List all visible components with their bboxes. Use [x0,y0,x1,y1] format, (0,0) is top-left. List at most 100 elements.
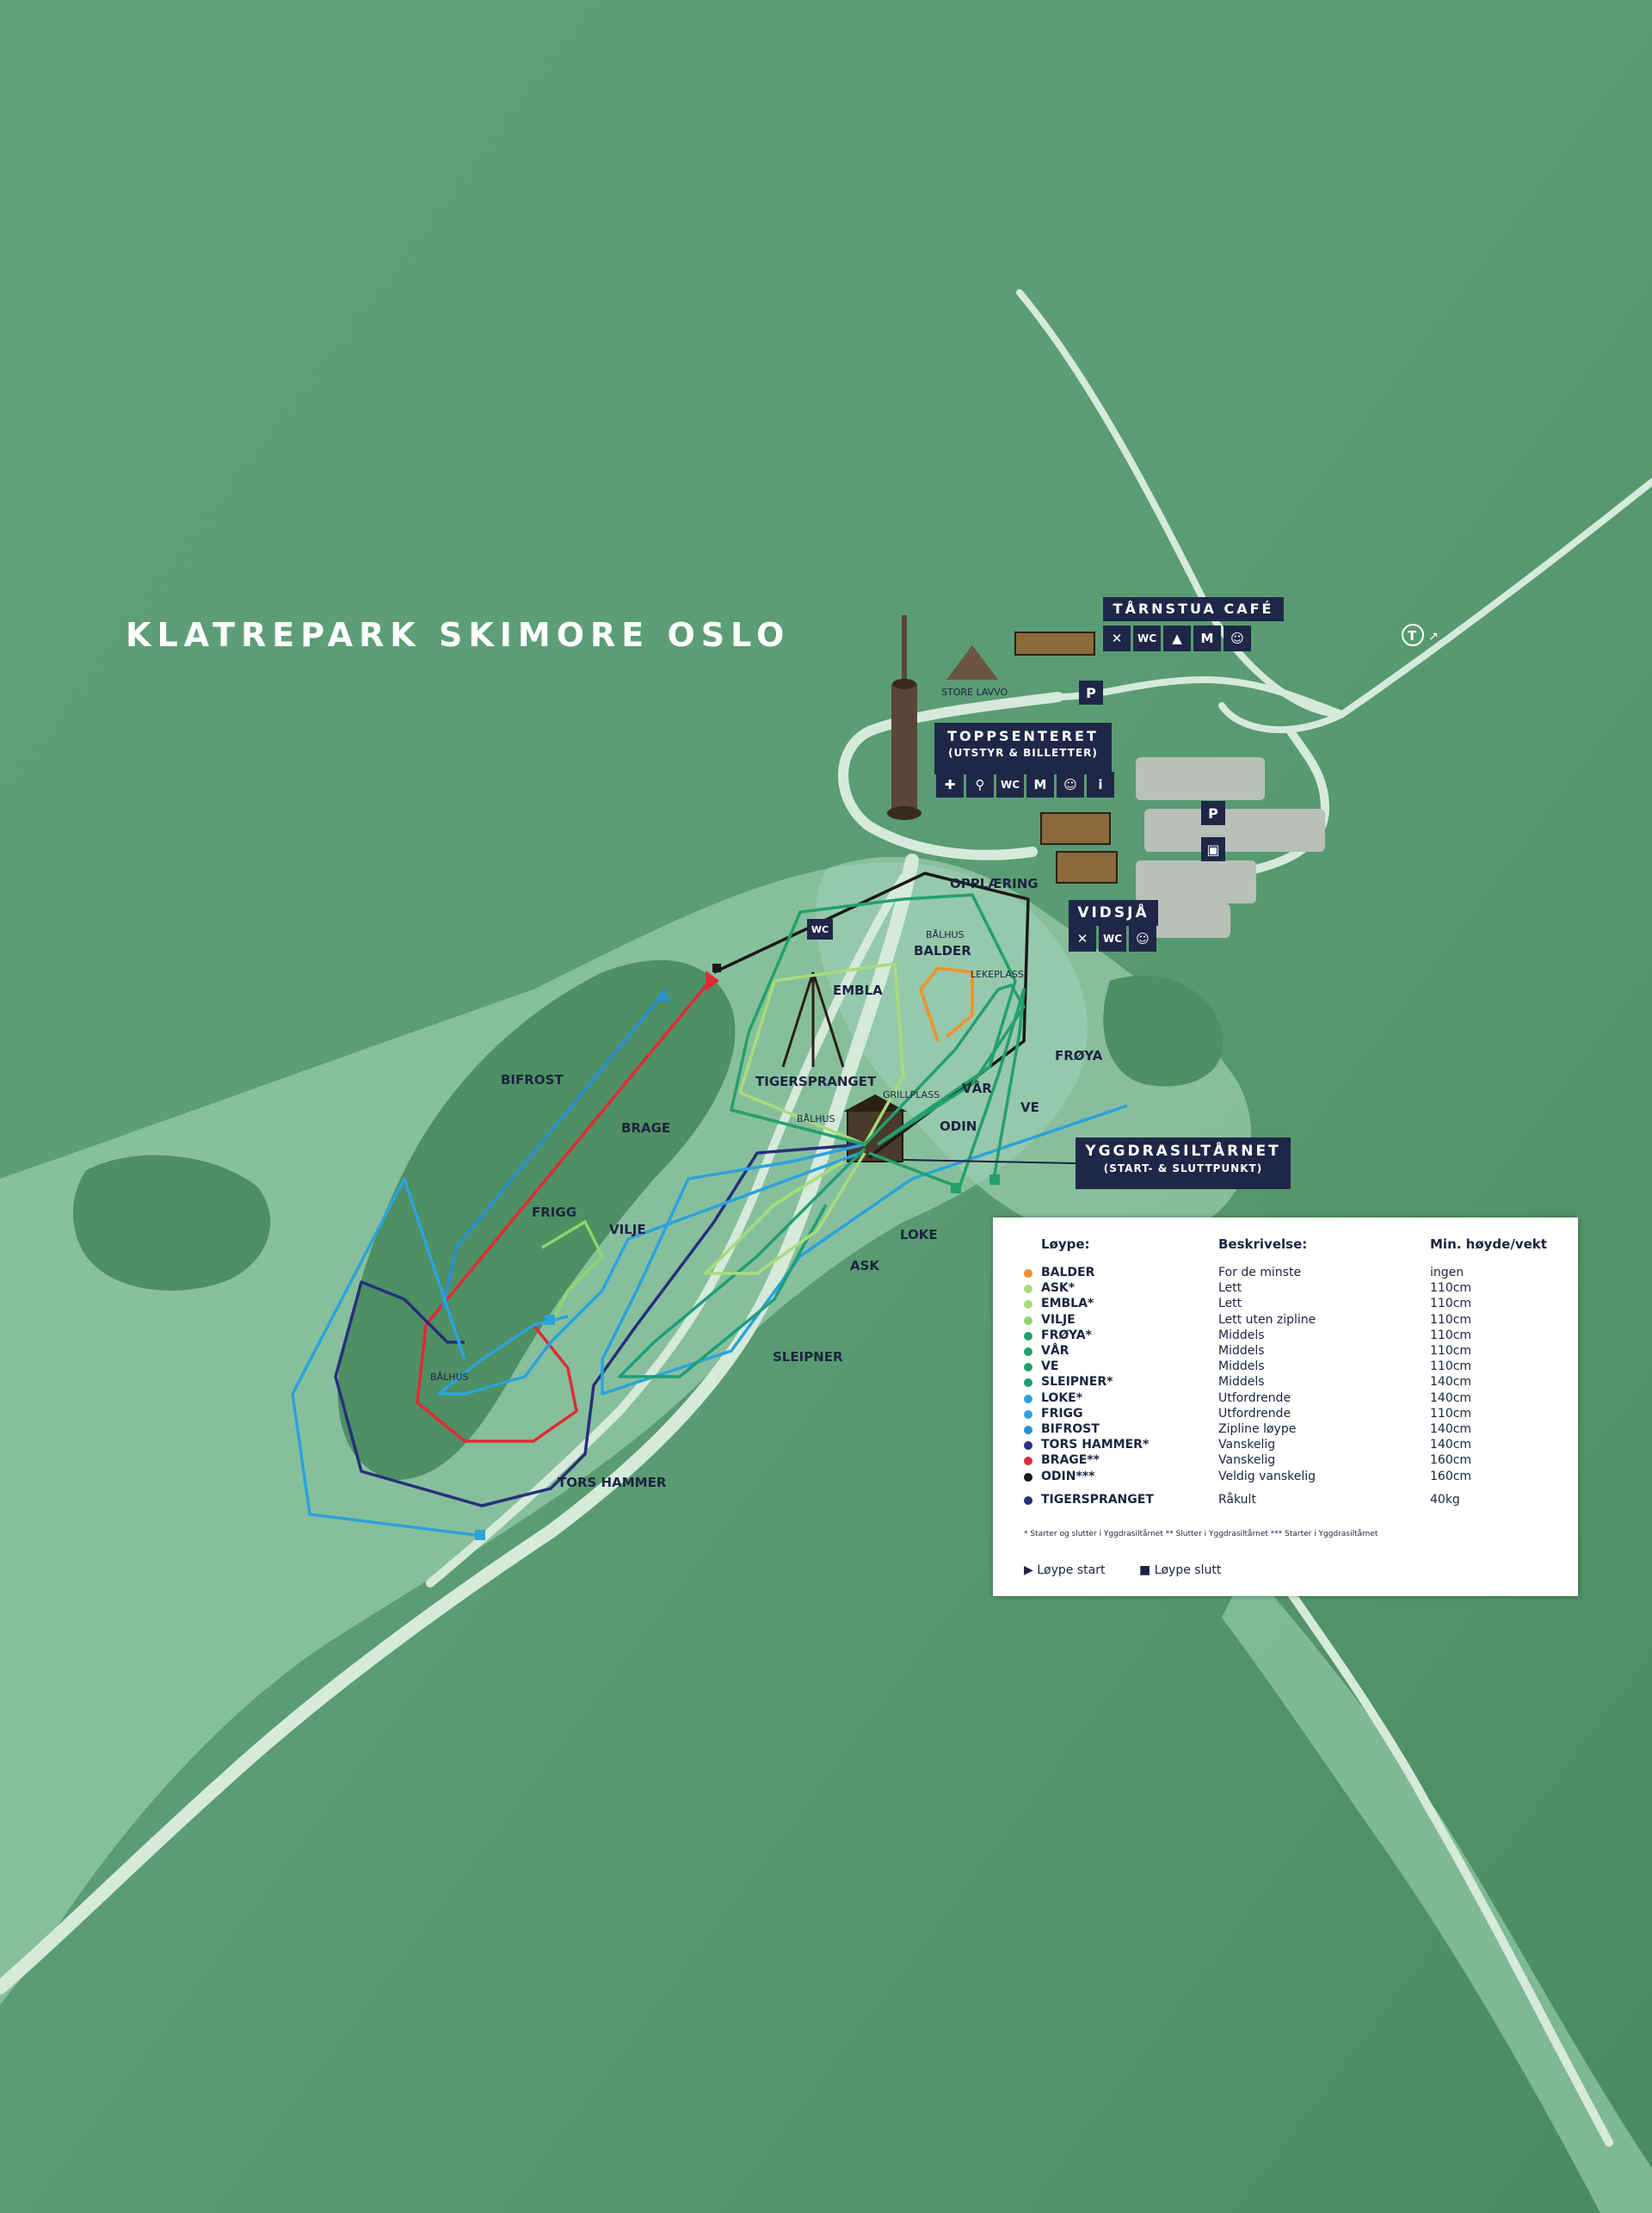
trail-var [863,983,1026,1146]
legend-color-dot [1024,1300,1032,1310]
trail-label-balder: BALDER [914,943,971,959]
yggdrasil-pointer [903,1159,1076,1164]
legend-panel: Løype: Beskrivelse: Min. høyde/vekt BALD… [993,1217,1578,1596]
legend-head-name: Løype: [1041,1236,1090,1252]
legend-desc: For de minste [1218,1266,1302,1279]
tv-tower-icon [887,615,922,820]
trail-loke [601,1104,1128,1396]
legend-name: TIGERSPRANGET [1041,1493,1154,1507]
trail-ve [868,988,1026,1189]
yggdrasil-sublabel: (START- & SLUTTPUNKT) [1103,1162,1263,1174]
trail-frigg [437,1151,861,1396]
label-balhus: BÅLHUS [430,1372,469,1383]
legend-color-dot [1024,1457,1032,1466]
trail-bifrost [441,988,669,1309]
trail-label-tigerspranget: TIGERSPRANGET [755,1074,877,1089]
toppsenteret-icons: ✚ ⚲ WC M ☺ i [936,772,1114,798]
tigerspranget-tower-icon [781,971,845,1068]
legend-name: TORS HAMMER* [1041,1438,1150,1452]
legend-key-start: ▶ Løype start [1024,1563,1105,1577]
lavvo-icon [946,645,998,680]
wc-sign: WC [807,919,833,940]
legend-desc: Zipline løype [1218,1422,1297,1436]
legend-color-dot [1024,1269,1032,1278]
legend-color-dot [1024,1472,1032,1482]
legend-min: 110cm [1430,1312,1472,1327]
legend-name: ASK* [1041,1281,1076,1296]
legend-footnote: * Starter og slutter i Yggdrasiltårnet *… [1024,1530,1378,1538]
legend-min: 110cm [1430,1406,1472,1421]
trail-embla [738,962,905,1146]
legend-min: 110cm [1430,1344,1472,1358]
legend-desc: Middels [1218,1375,1265,1390]
legend-color-dot [1024,1409,1032,1419]
legend-name: FRIGG [1041,1406,1083,1421]
toppsenteret-sublabel: (UTSTYR & BILLETTER) [948,747,1098,759]
first-aid-icon: ✚ [936,772,964,798]
forest-patch [337,959,736,1480]
legend-desc: Lett uten zipline [1218,1312,1316,1327]
cutlery-icon: ✕ [1069,926,1096,952]
legend-desc: Middels [1218,1328,1265,1342]
trail-label-brage: BRAGE [621,1120,670,1136]
trail-label-frigg: FRIGG [532,1205,576,1220]
trail-sleipner [618,1147,866,1378]
yggdrasil-label: YGGDRASILTÅRNET [1085,1143,1281,1160]
legend-desc: Veldig vanskelig [1218,1469,1316,1483]
page-title: KLATREPARK SKIMORE OSLO [126,616,791,654]
legend-name: LOKE* [1041,1390,1083,1405]
tarnstua-icons: ✕ WC ▲ M ☺ [1103,626,1251,651]
label-balhus: BÅLHUS [797,1113,835,1125]
legend-desc: Råkult [1218,1493,1256,1507]
metro-icon [1402,624,1424,646]
legend-min: 140cm [1430,1422,1472,1436]
legend-min: 110cm [1430,1359,1472,1374]
parking-lots [1136,757,1325,938]
baby-icon: ☺ [1224,626,1251,651]
label-opplaering: OPPLÆRING [950,876,1039,891]
trail-label-bifrost: BIFROST [501,1072,564,1088]
legend-name: BRAGE** [1041,1453,1100,1468]
trail-label-ask: ASK [850,1258,880,1273]
legend-min: 110cm [1430,1328,1472,1342]
legend-name: EMBLA* [1041,1297,1094,1311]
legend-head-min: Min. høyde/vekt [1430,1236,1547,1252]
trail-label-odin: ODIN [940,1119,977,1134]
start-marker-icon: ▶ [1024,1563,1033,1577]
parking-sign: P [1201,801,1225,825]
legend-color-dot [1024,1394,1032,1403]
legend-name: VILJE [1041,1312,1076,1327]
legend-name: BALDER [1041,1266,1095,1279]
parking-sign: P [1079,681,1103,705]
legend-color-dot [1024,1496,1032,1505]
baby-icon: ☺ [1057,772,1084,798]
legend-name: SLEIPNER* [1041,1375,1113,1390]
legend-key-end: ■ Løype slutt [1139,1563,1221,1577]
m-icon: M [1026,772,1054,798]
buildings [1014,632,1118,884]
legend-row: FRIGG Utfordrende 110cm [993,1407,1578,1422]
trail-ask [704,1152,866,1275]
tent-icon: ▲ [1163,626,1191,651]
arrow-out-icon: ↗ [1428,630,1439,644]
trail-brage [416,979,712,1443]
legend-key-end-label: Løype slutt [1154,1563,1222,1577]
legend-desc: Utfordrende [1218,1406,1291,1421]
bus-icon: ▣ [1201,837,1225,861]
legend-name: VE [1041,1359,1059,1374]
legend-desc: Vanskelig [1218,1438,1276,1452]
forest-patch [73,1155,271,1291]
yggdrasil-sign: YGGDRASILTÅRNET (START- & SLUTTPUNKT) [1076,1137,1291,1189]
legend-color-dot [1024,1285,1032,1294]
baby-icon: ☺ [1129,926,1156,952]
label-balhus: BÅLHUS [926,929,965,940]
trail-label-tors-hammer: TORS HAMMER [558,1475,667,1490]
legend-name: ODIN*** [1041,1469,1095,1483]
